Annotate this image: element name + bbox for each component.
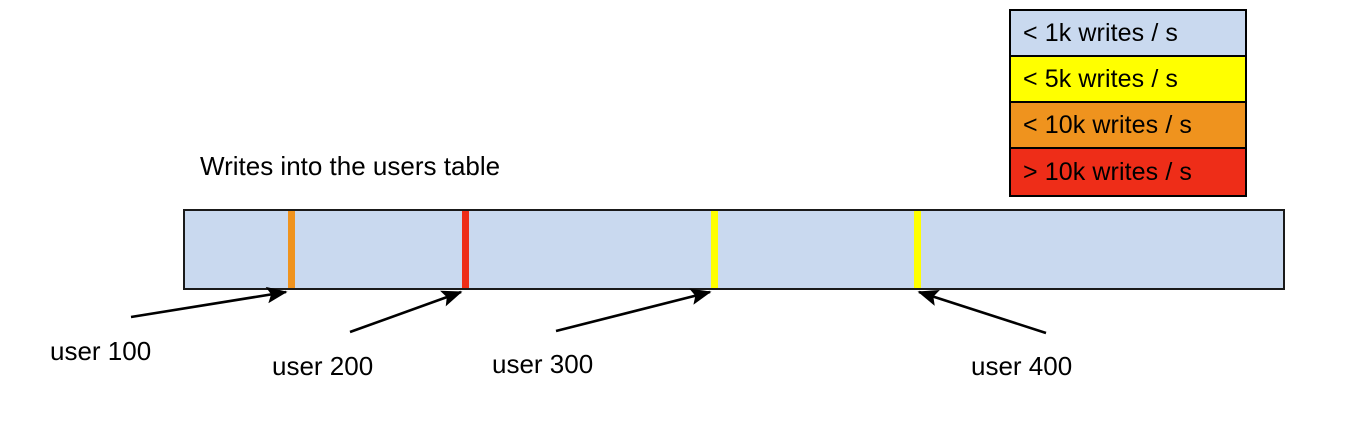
callout-user-200: user 200 xyxy=(272,351,374,381)
legend-row-lt-5k: < 5k writes / s xyxy=(1011,57,1245,103)
legend-label-lt-10k: < 10k writes / s xyxy=(1023,110,1193,139)
write-rate-legend: < 1k writes / s < 5k writes / s < 10k wr… xyxy=(1009,9,1247,197)
callout-user-400: user 400 xyxy=(971,351,1073,381)
legend-row-lt-1k: < 1k writes / s xyxy=(1011,11,1245,57)
legend-row-lt-10k: < 10k writes / s xyxy=(1011,103,1245,149)
legend-label-lt-1k: < 1k writes / s xyxy=(1023,18,1179,47)
arrow-user-100 xyxy=(130,286,288,319)
legend-row-gt-10k: > 10k writes / s xyxy=(1011,149,1245,195)
arrow-user-200 xyxy=(349,290,463,334)
legend-label-lt-5k: < 5k writes / s xyxy=(1023,64,1179,93)
callout-user-100: user 100 xyxy=(50,336,152,366)
arrow-user-400 xyxy=(917,289,1047,335)
arrow-user-300 xyxy=(555,288,712,333)
marker-user-400 xyxy=(914,211,921,288)
chart-title: Writes into the users table xyxy=(200,151,501,181)
marker-user-200 xyxy=(462,211,469,288)
marker-user-300 xyxy=(711,211,718,288)
callout-user-300: user 300 xyxy=(492,349,594,379)
marker-user-100 xyxy=(288,211,295,288)
legend-label-gt-10k: > 10k writes / s xyxy=(1023,157,1193,186)
users-table-keyspace-bar xyxy=(183,209,1285,290)
